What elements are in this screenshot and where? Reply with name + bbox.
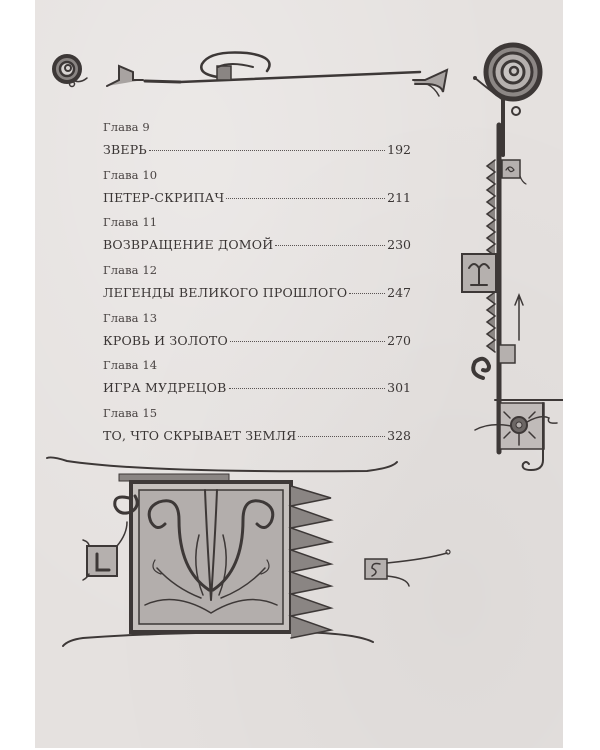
letter-tab-s-icon (364, 558, 388, 580)
toc-entry[interactable]: Глава 14 Игра мудрецов 301 (103, 356, 411, 404)
chapter-label: Глава 9 (103, 120, 150, 134)
dot-leader (148, 150, 386, 151)
dot-leader (228, 388, 386, 390)
celtic-scroll-border-icon (46, 42, 563, 647)
page-number: 301 (387, 380, 411, 396)
page-number: 230 (387, 237, 411, 253)
chapter-label: Глава 12 (103, 263, 158, 278)
dot-leader (298, 436, 386, 438)
chapter-title[interactable]: Зверь (103, 142, 147, 157)
toc-entry[interactable]: Глава 15 То, что скрывает земля 328 (103, 404, 411, 452)
table-of-contents: Глава 9 Зверь 192 Глава 10 Петер-скрипач… (103, 118, 411, 452)
page-number: 270 (387, 332, 411, 348)
chapter-label: Глава 14 (103, 358, 158, 373)
dot-leader (226, 197, 386, 199)
dot-leader (229, 340, 386, 342)
chapter-title[interactable]: Возвращение домой (103, 237, 274, 253)
chapter-title[interactable]: Петер-скрипач (103, 189, 225, 205)
toc-entry[interactable]: Глава 12 Легенды великого прошлого 247 (103, 261, 411, 309)
dot-leader (349, 293, 386, 295)
toc-entry[interactable]: Глава 13 Кровь и золото 270 (103, 309, 411, 357)
chapter-label: Глава 10 (103, 167, 158, 182)
page-number: 328 (387, 428, 411, 444)
page-number: 247 (387, 285, 411, 301)
toc-entry[interactable]: Глава 11 Возвращение домой 230 (103, 213, 411, 261)
chapter-label: Глава 13 (103, 310, 158, 325)
chapter-label: Глава 11 (103, 215, 158, 230)
chapter-title[interactable]: То, что скрывает земля (103, 428, 297, 444)
chapter-title[interactable]: Игра мудрецов (103, 380, 227, 396)
page-number: 211 (387, 189, 411, 205)
toc-entry[interactable]: Глава 10 Петер-скрипач 211 (103, 166, 411, 214)
dot-leader (275, 245, 386, 247)
page-number: 192 (387, 142, 411, 157)
chapter-title[interactable]: Легенды великого прошлого (103, 285, 348, 301)
toc-entry[interactable]: Глава 9 Зверь 192 (103, 118, 411, 166)
chapter-title[interactable]: Кровь и золото (103, 332, 228, 348)
book-page: Глава 9 Зверь 192 Глава 10 Петер-скрипач… (35, 0, 563, 748)
illuminated-floral-panel-icon (46, 456, 451, 647)
chapter-label: Глава 15 (103, 406, 158, 421)
